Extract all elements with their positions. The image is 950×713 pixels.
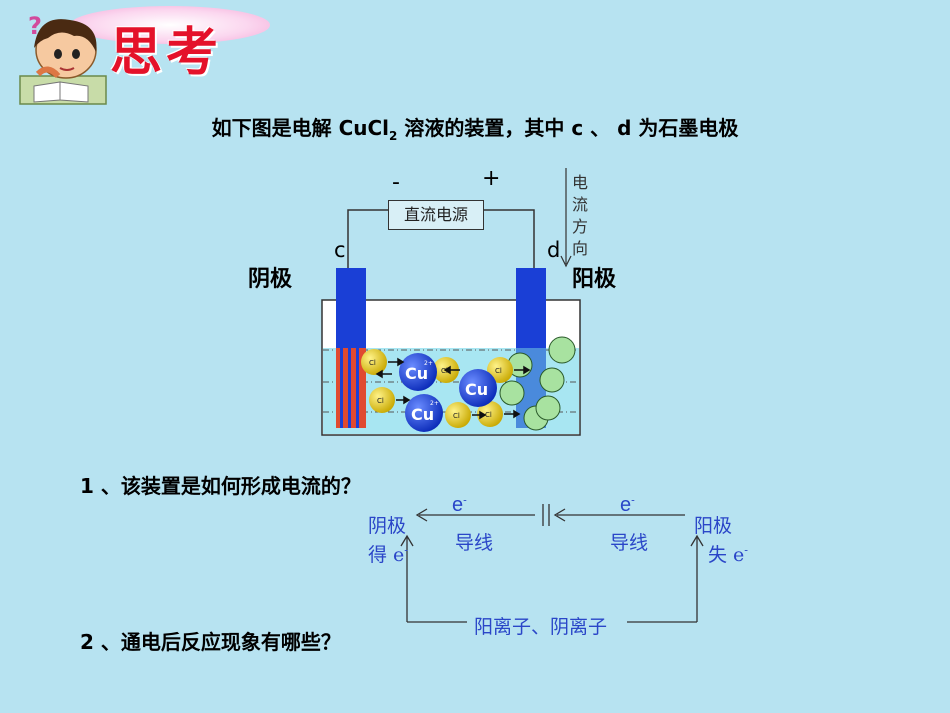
header-banner: [70, 6, 270, 44]
flow-anode: 阳极: [694, 515, 733, 537]
svg-text:Cl: Cl: [453, 412, 460, 420]
arrow-up-right: [690, 534, 704, 547]
intro-heading: 如下图是电解 CuCl2 溶液的装置，其中 c 、 d 为石墨电极: [0, 112, 950, 143]
electrode-d-label: d: [547, 238, 561, 262]
flow-ions-label: 阳离子、阴离子: [474, 616, 608, 638]
svg-text:2+: 2+: [430, 400, 439, 407]
svg-text:Cl: Cl: [369, 359, 376, 367]
plus-sign: +: [482, 166, 501, 191]
flow-cathode: 阴极: [368, 515, 407, 537]
electron-flow-diagram: [400, 504, 704, 623]
question-1: 1 、该装置是如何形成电流的？: [80, 474, 361, 498]
svg-text:Cl: Cl: [495, 367, 502, 375]
cu-ion-2: Cu: [459, 369, 497, 407]
cl-ion-2: Cl: [369, 387, 395, 413]
svg-text:Cu: Cu: [411, 405, 434, 424]
dc-power-supply: 直流电源: [388, 200, 484, 230]
svg-text:Cu: Cu: [405, 364, 428, 383]
svg-text:Cl: Cl: [485, 411, 492, 419]
heading-suffix: 溶液的装置，其中 c 、 d 为石墨电极: [397, 116, 739, 140]
svg-text:Cl: Cl: [441, 367, 448, 375]
arrow-to-source: [553, 508, 566, 522]
electron-label-left: e-: [452, 494, 467, 516]
anode-label: 阳极: [572, 267, 617, 292]
chlorine-bubbles: [499, 336, 576, 431]
wire-right: [482, 209, 535, 268]
cl-ion-4: Cl: [445, 402, 471, 428]
flow-gain-electron: 得 e-: [368, 543, 409, 566]
question-2: 2 、通电后反应现象有哪些？: [80, 630, 341, 654]
cu-ion-3: Cu 2+: [405, 394, 443, 432]
svg-text:Cl: Cl: [377, 397, 384, 405]
ion-movement-arrows: [375, 357, 531, 420]
arrow-to-cathode: [415, 508, 428, 522]
heading-subscript: 2: [389, 129, 398, 143]
cl-ion-5: Cl: [477, 401, 503, 427]
cathode-label: 阴极: [248, 267, 293, 292]
svg-text:2+: 2+: [424, 360, 433, 367]
cu-ion-1: Cu 2+: [399, 353, 437, 391]
current-arrow-head: [560, 255, 572, 268]
thinking-boy-icon: ?: [19, 12, 107, 105]
electrode-c-label: c: [334, 238, 346, 262]
arrow-up-left: [400, 534, 414, 547]
cl-ion-1: Cl: [361, 349, 387, 375]
wire-label-left: 导线: [455, 532, 494, 554]
electrolysis-apparatus: Cl Cl Cl Cl Cl Cl Cu 2+ Cu Cu 2+: [321, 168, 581, 436]
wire-label-right: 导线: [610, 532, 649, 554]
electron-label-right: e-: [620, 494, 635, 516]
flow-lose-electron: 失 e-: [708, 543, 749, 566]
heading-prefix: 如下图是电解 CuCl: [211, 116, 390, 140]
cl-ion-6: Cl: [487, 357, 513, 383]
current-direction-label: 电流方向: [572, 173, 589, 258]
minus-sign: -: [392, 170, 400, 195]
page-title: 思考: [110, 22, 223, 83]
svg-text:Cu: Cu: [465, 380, 488, 399]
